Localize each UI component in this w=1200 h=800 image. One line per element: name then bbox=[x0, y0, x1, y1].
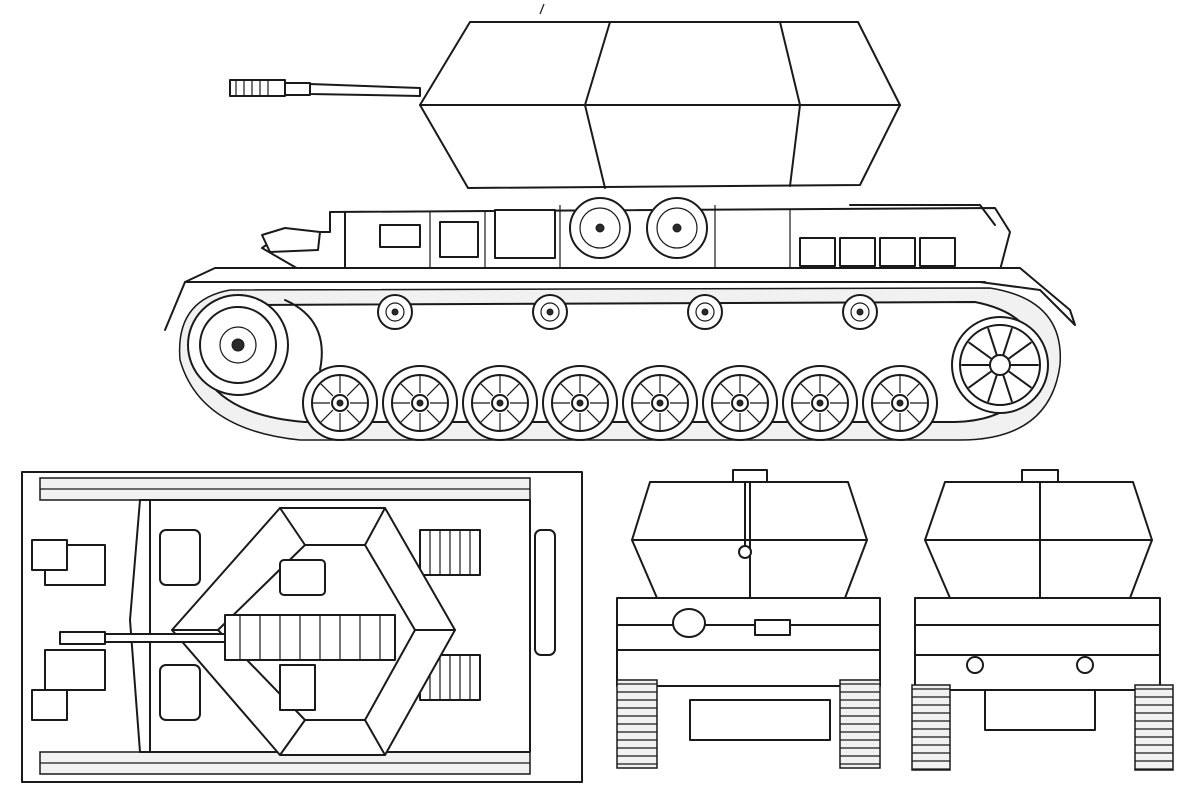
road-wheel bbox=[382, 365, 458, 441]
road-wheel bbox=[302, 365, 378, 441]
return-roller bbox=[842, 294, 878, 330]
idler-wheel bbox=[951, 316, 1049, 414]
road-wheel bbox=[702, 365, 778, 441]
road-wheel bbox=[462, 365, 538, 441]
road-wheel bbox=[862, 365, 938, 441]
return-roller bbox=[687, 294, 723, 330]
road-wheel bbox=[782, 365, 858, 441]
fender-side bbox=[164, 267, 1076, 331]
road-wheel bbox=[542, 365, 618, 441]
road-wheel bbox=[622, 365, 698, 441]
side-view bbox=[164, 3, 1076, 441]
hull-side bbox=[261, 197, 1011, 271]
road-wheels bbox=[302, 365, 938, 441]
return-rollers bbox=[377, 294, 878, 330]
gun-barrel-side bbox=[229, 79, 421, 97]
top-view bbox=[21, 471, 583, 783]
rear-view bbox=[911, 469, 1174, 771]
turret-side bbox=[419, 3, 901, 189]
return-roller bbox=[532, 294, 568, 330]
front-view bbox=[616, 469, 881, 769]
return-roller bbox=[377, 294, 413, 330]
drive-sprocket bbox=[187, 294, 323, 396]
